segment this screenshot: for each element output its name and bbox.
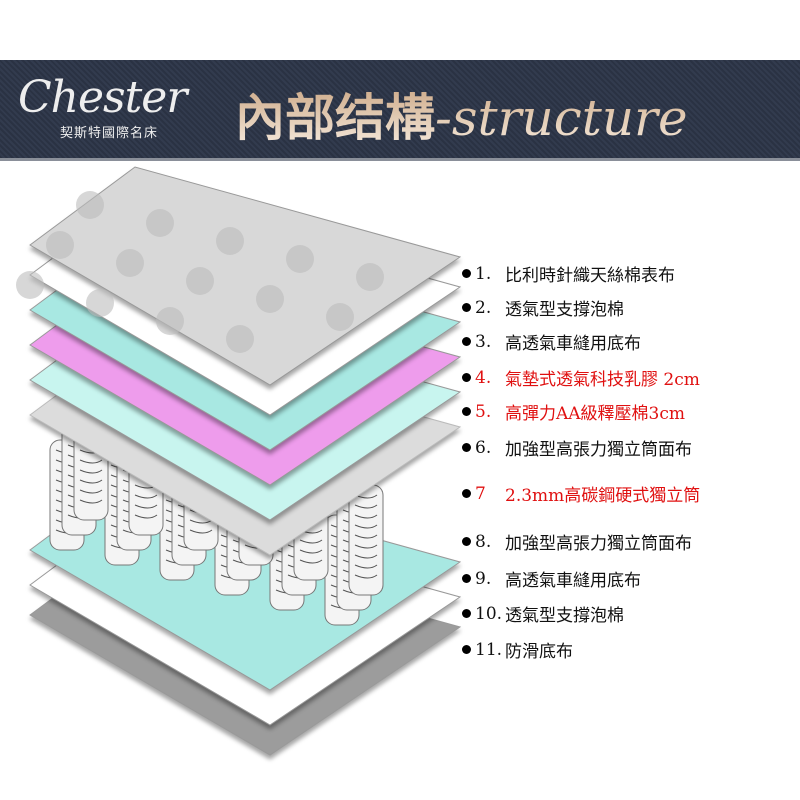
layer-number: 6. bbox=[475, 437, 492, 458]
layer-text: 加強型高張力獨立筒面布 bbox=[505, 440, 692, 460]
bullet-dot-icon bbox=[462, 574, 471, 583]
coil bbox=[354, 564, 378, 569]
quilt-tuft bbox=[286, 245, 314, 273]
header-banner: Chester 契斯特國際名床 內部结構-structure bbox=[0, 60, 800, 161]
layer-text: 高彈力AA級釋壓棉3cm bbox=[505, 404, 686, 424]
coil bbox=[354, 554, 378, 559]
layer-number: 3. bbox=[475, 331, 492, 352]
bullet-dot-icon bbox=[462, 303, 471, 312]
quilt-tuft bbox=[356, 263, 384, 291]
quilt-tuft bbox=[216, 227, 244, 255]
layer-knit-cover bbox=[29, 166, 462, 386]
coil bbox=[299, 539, 323, 544]
coil bbox=[79, 459, 103, 464]
layer-number: 5. bbox=[475, 401, 492, 422]
brand-name: Chester bbox=[18, 72, 187, 123]
layer-label: 9. 高透氣車縫用底布 bbox=[462, 566, 641, 591]
layer-label: 6. 加強型高張力獨立筒面布 bbox=[462, 435, 692, 460]
layer-label: 8. 加強型高張力獨立筒面布 bbox=[462, 529, 692, 554]
coil bbox=[354, 524, 378, 529]
layer-number: 8. bbox=[475, 531, 492, 552]
layer-number: 9. bbox=[475, 568, 492, 589]
layer-number: 4. bbox=[475, 367, 492, 388]
bullet-dot-icon bbox=[462, 489, 471, 498]
layer-label: 1. 比利時針織天絲棉表布 bbox=[462, 261, 675, 286]
quilt-tuft bbox=[226, 325, 254, 353]
layer-label: 4. 氣墊式透氣科技乳膠 2cm bbox=[462, 365, 700, 390]
layer-text: 透氣型支撐泡棉 bbox=[505, 606, 624, 626]
coil bbox=[354, 544, 378, 549]
coil bbox=[354, 514, 378, 519]
brand-subtitle: 契斯特國際名床 bbox=[60, 126, 159, 141]
quilt-tuft bbox=[46, 231, 74, 259]
coil bbox=[79, 499, 103, 504]
layer-text: 高透氣車縫用底布 bbox=[505, 571, 641, 591]
layer-label: 11.防滑底布 bbox=[462, 637, 573, 662]
layer-text: 氣墊式透氣科技乳膠 2cm bbox=[505, 370, 700, 390]
layer-number: 10. bbox=[475, 603, 503, 624]
quilt-tuft bbox=[86, 289, 114, 317]
bullet-dot-icon bbox=[462, 337, 471, 346]
layer-number: 1. bbox=[475, 263, 492, 284]
quilt-tuft bbox=[326, 303, 354, 331]
coil bbox=[134, 504, 158, 509]
layer-text: 加強型高張力獨立筒面布 bbox=[505, 534, 692, 554]
brand-logo: Chester 契斯特國際名床 bbox=[18, 72, 188, 142]
quilt-tuft bbox=[186, 267, 214, 295]
layer-text: 比利時針織天絲棉表布 bbox=[505, 266, 675, 286]
bullet-dot-icon bbox=[462, 373, 471, 382]
quilt-tuft bbox=[16, 271, 44, 299]
layer-number: 7 bbox=[475, 483, 486, 504]
coil bbox=[79, 469, 103, 474]
bullet-dot-icon bbox=[462, 645, 471, 654]
coil bbox=[134, 494, 158, 499]
layer-label: 7 2.3mm高碳鋼硬式獨立筒 bbox=[462, 481, 700, 506]
coil bbox=[299, 549, 323, 554]
quilt-tuft bbox=[146, 209, 174, 237]
bullet-dot-icon bbox=[462, 407, 471, 416]
quilt-tuft bbox=[116, 249, 144, 277]
layer-label: 2. 透氣型支撐泡棉 bbox=[462, 295, 624, 320]
layer-label: 5. 高彈力AA級釋壓棉3cm bbox=[462, 399, 685, 424]
coil bbox=[189, 529, 213, 534]
layer-text: 高透氣車縫用底布 bbox=[505, 334, 641, 354]
pocket-spring bbox=[348, 484, 384, 596]
layer-text: 防滑底布 bbox=[505, 642, 573, 662]
layer-text: 透氣型支撐泡棉 bbox=[505, 300, 624, 320]
coil bbox=[299, 559, 323, 564]
coil bbox=[134, 514, 158, 519]
coil bbox=[79, 479, 103, 484]
layer-number: 2. bbox=[475, 297, 492, 318]
layer-label: 3. 高透氣車縫用底布 bbox=[462, 329, 641, 354]
bullet-dot-icon bbox=[462, 537, 471, 546]
layer-number: 11. bbox=[475, 639, 503, 660]
bullet-dot-icon bbox=[462, 443, 471, 452]
coil bbox=[79, 489, 103, 494]
quilt-tuft bbox=[76, 191, 104, 219]
quilt-tuft bbox=[256, 285, 284, 313]
bullet-dot-icon bbox=[462, 609, 471, 618]
bullet-dot-icon bbox=[462, 269, 471, 278]
quilt-tuft bbox=[156, 307, 184, 335]
coil bbox=[354, 534, 378, 539]
layer-label: 10.透氣型支撐泡棉 bbox=[462, 601, 624, 626]
coil bbox=[354, 574, 378, 579]
layer-text: 2.3mm高碳鋼硬式獨立筒 bbox=[505, 486, 701, 506]
coil bbox=[354, 504, 378, 509]
